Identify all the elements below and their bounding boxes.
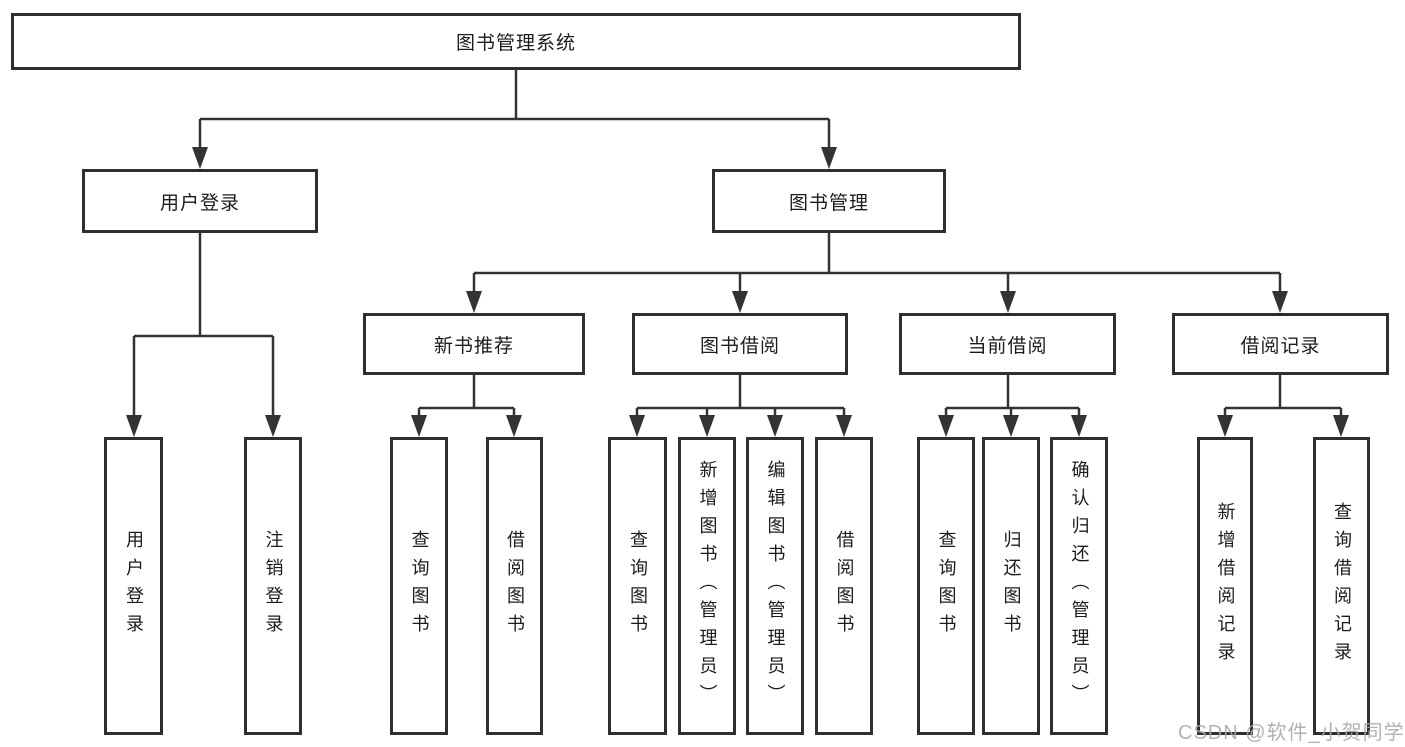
leaf-edit-books-admin: 编辑图书（管理员） <box>746 437 804 735</box>
leaf-edit-books-admin-label: 编辑图书（管理员） <box>765 460 786 712</box>
leaf-borrow-books-recommend-label: 借阅图书 <box>504 530 525 642</box>
leaf-query-books-current: 查询图书 <box>917 437 975 735</box>
leaf-borrow-books-recommend: 借阅图书 <box>486 437 543 735</box>
leaf-return-books: 归还图书 <box>982 437 1040 735</box>
leaf-query-books-current-label: 查询图书 <box>936 530 957 642</box>
leaf-add-books-admin: 新增图书（管理员） <box>678 437 736 735</box>
leaf-logout: 注销登录 <box>244 437 302 735</box>
node-current-borrowing-label: 当前借阅 <box>967 335 1048 357</box>
node-book-management-label: 图书管理 <box>788 192 869 214</box>
leaf-user-login: 用户登录 <box>104 437 163 735</box>
leaf-add-books-admin-label: 新增图书（管理员） <box>697 460 718 712</box>
node-book-borrowing-label: 图书借阅 <box>699 335 780 357</box>
node-borrowing-records-label: 借阅记录 <box>1240 335 1321 357</box>
leaf-query-borrow-record: 查询借阅记录 <box>1313 437 1370 735</box>
leaf-query-books-borrowing: 查询图书 <box>608 437 667 735</box>
node-new-book-recommendation-label: 新书推荐 <box>433 335 514 357</box>
node-root-library-system: 图书管理系统 <box>11 13 1021 70</box>
node-new-book-recommendation: 新书推荐 <box>363 313 585 375</box>
leaf-user-login-label: 用户登录 <box>123 530 144 642</box>
leaf-query-books-recommend-label: 查询图书 <box>409 530 430 642</box>
leaf-borrow-books-borrowing-label: 借阅图书 <box>834 530 855 642</box>
leaf-confirm-return-admin-label: 确认归还（管理员） <box>1069 460 1090 712</box>
leaf-add-borrow-record: 新增借阅记录 <box>1197 437 1253 735</box>
leaf-query-books-borrowing-label: 查询图书 <box>627 530 648 642</box>
node-book-management: 图书管理 <box>712 169 946 233</box>
leaf-borrow-books-borrowing: 借阅图书 <box>815 437 873 735</box>
leaf-confirm-return-admin: 确认归还（管理员） <box>1050 437 1108 735</box>
node-user-login: 用户登录 <box>82 169 318 233</box>
node-book-borrowing: 图书借阅 <box>632 313 848 375</box>
node-borrowing-records: 借阅记录 <box>1172 313 1389 375</box>
node-root-label: 图书管理系统 <box>455 33 576 54</box>
leaf-query-books-recommend: 查询图书 <box>390 437 448 735</box>
leaf-return-books-label: 归还图书 <box>1001 530 1022 642</box>
leaf-query-borrow-record-label: 查询借阅记录 <box>1331 502 1352 670</box>
node-user-login-label: 用户登录 <box>159 192 240 214</box>
leaf-add-borrow-record-label: 新增借阅记录 <box>1215 502 1236 670</box>
arrowheads <box>126 147 1349 437</box>
leaf-logout-label: 注销登录 <box>263 530 284 642</box>
node-current-borrowing: 当前借阅 <box>899 313 1116 375</box>
csdn-watermark: CSDN @软件_小贺同学 <box>1178 722 1405 744</box>
